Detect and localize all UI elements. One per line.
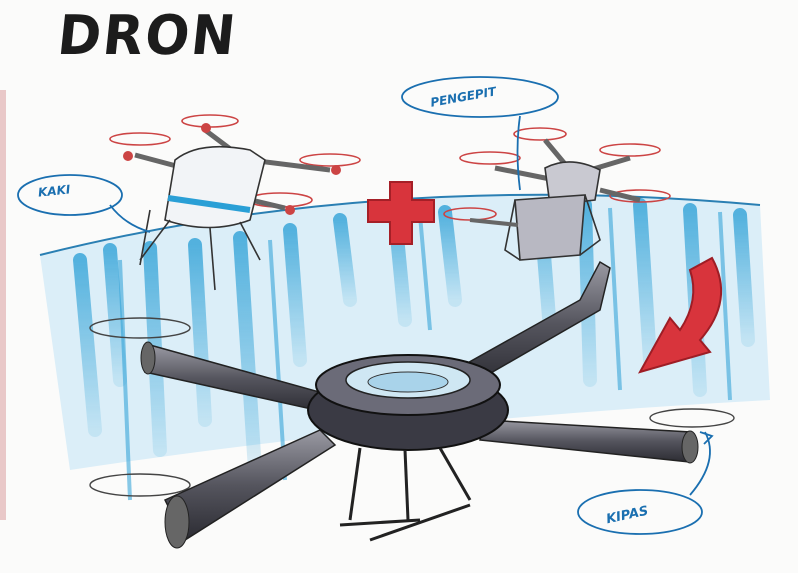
page-title: DRON <box>55 5 241 68</box>
left-edge-strip <box>0 90 6 520</box>
